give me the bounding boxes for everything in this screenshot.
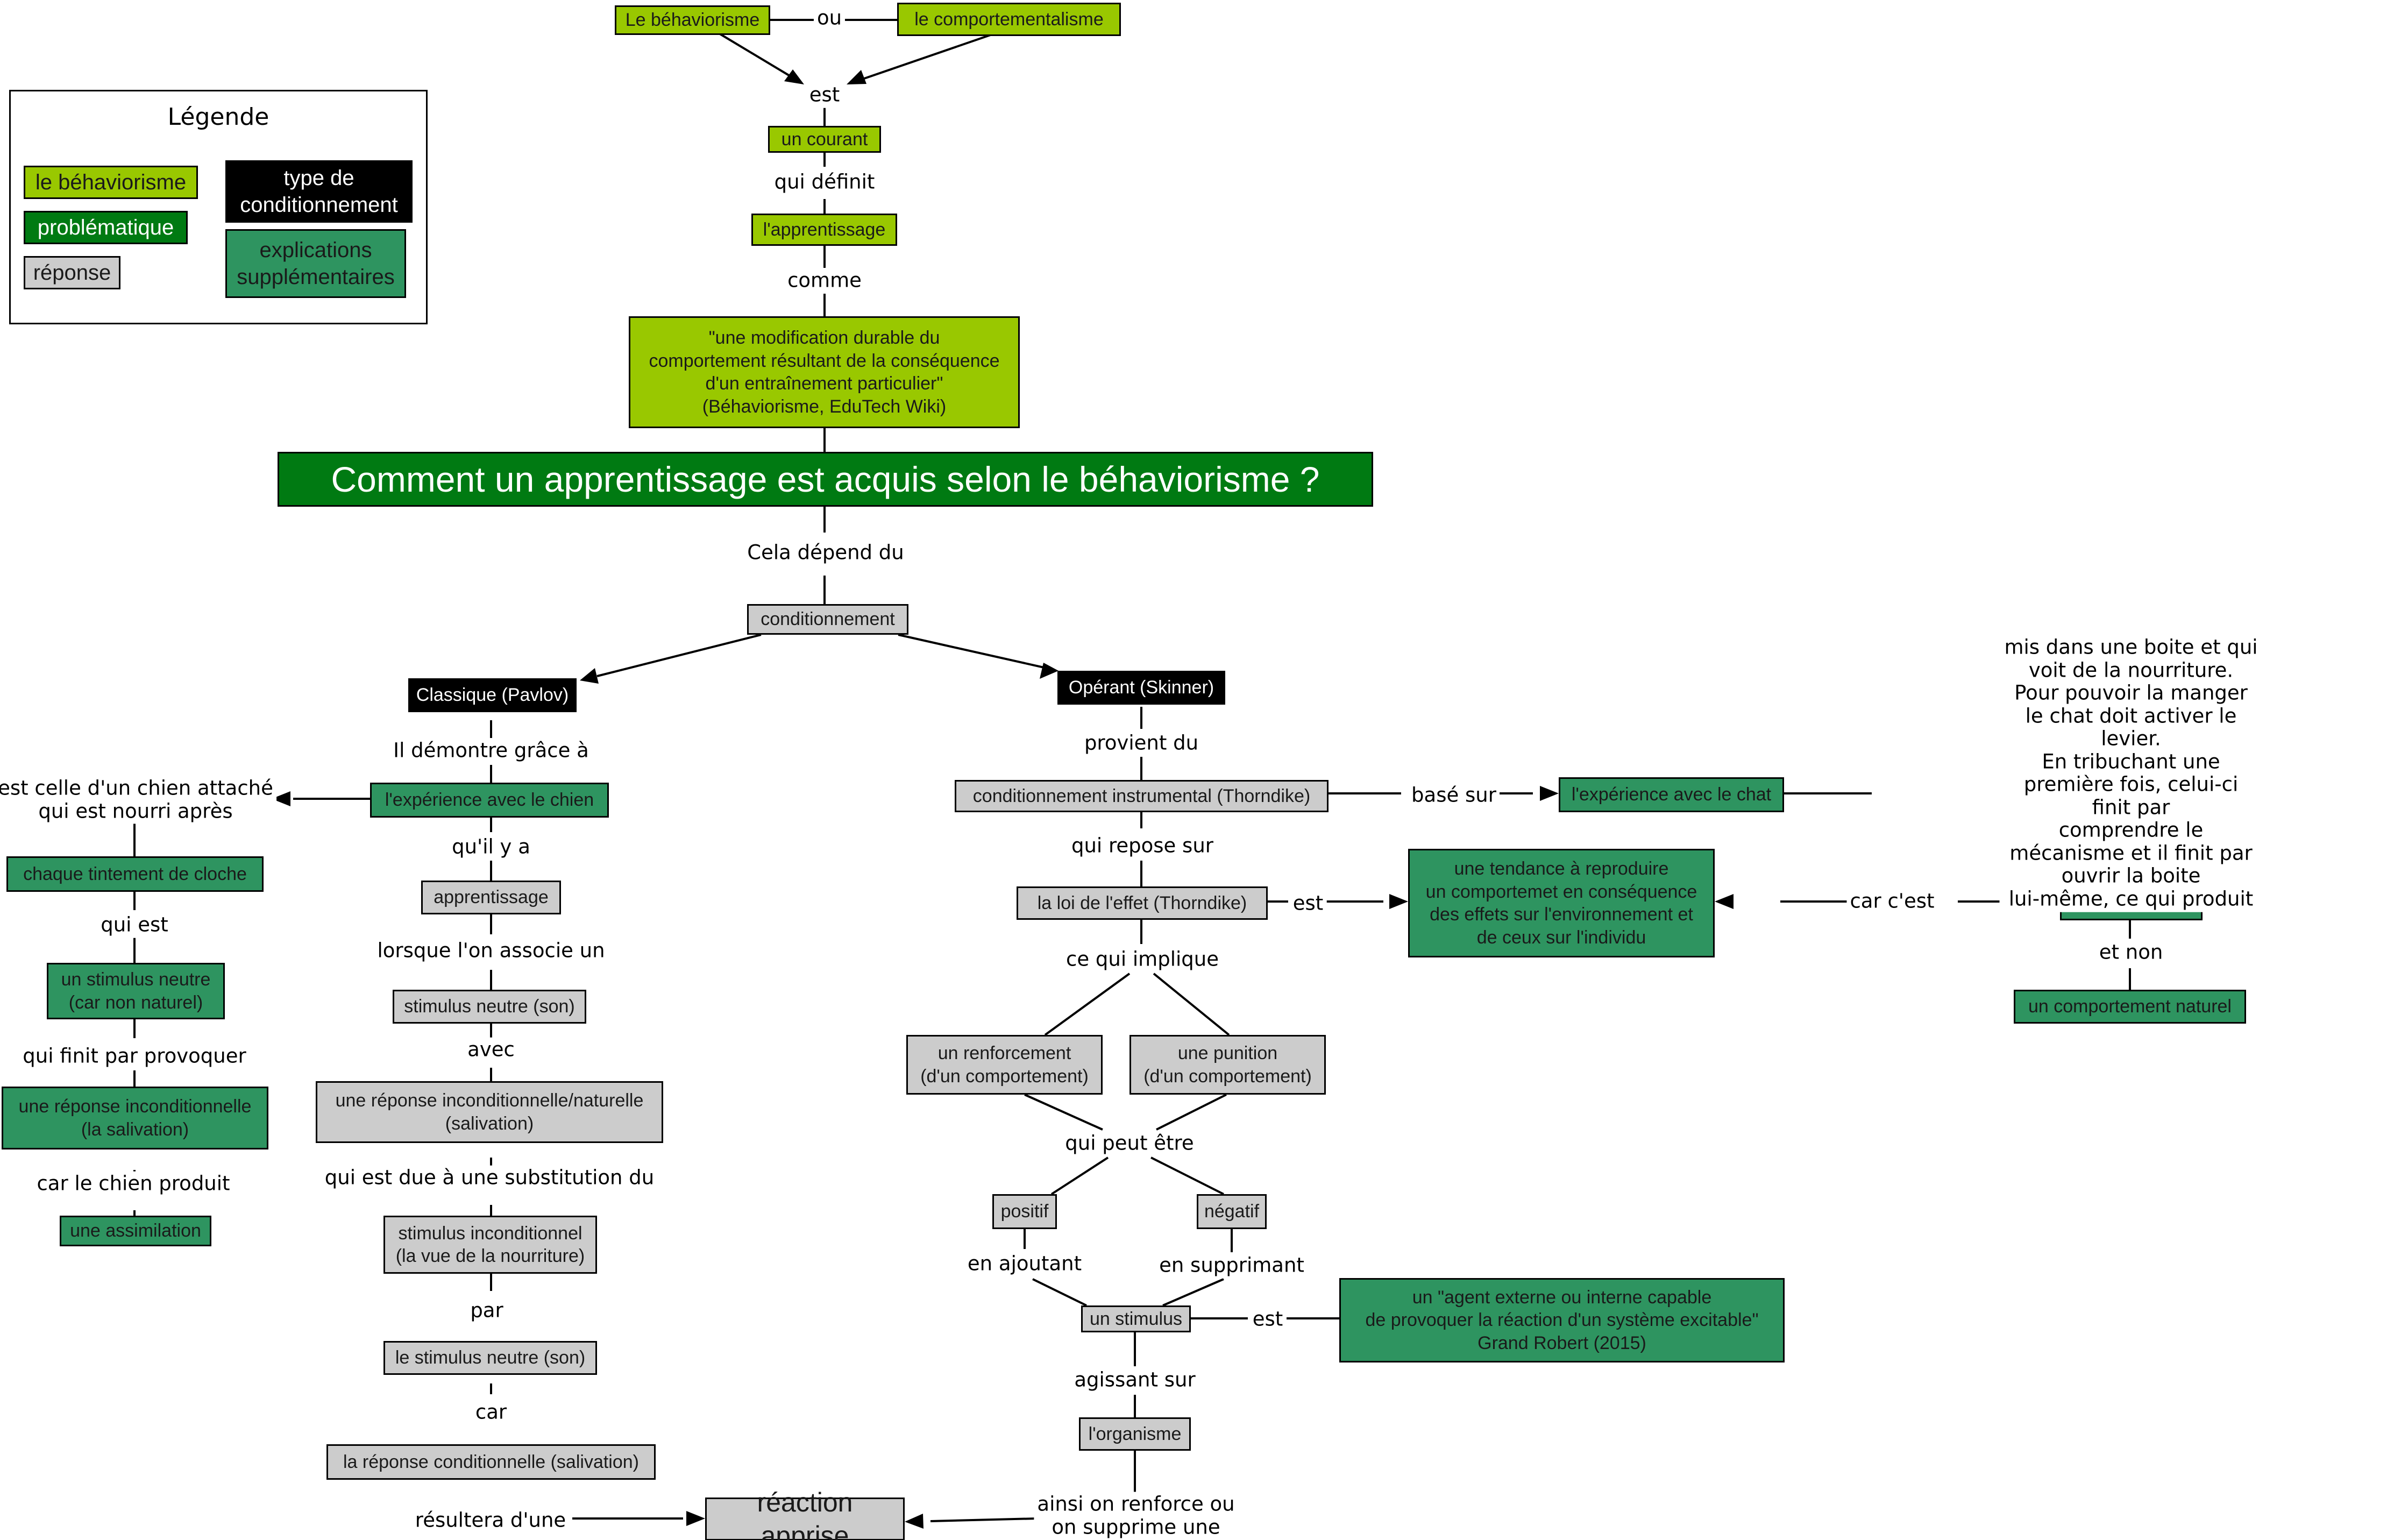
node-loi-effet: la loi de l'effet (Thorndike) — [1017, 886, 1268, 920]
label-comme: comme — [784, 268, 865, 294]
node-le-stimulus-neutre: le stimulus neutre (son) — [383, 1341, 597, 1375]
label-resultera: résultera d'une — [411, 1508, 570, 1534]
legend-title: Légende — [167, 103, 269, 131]
legend: Légende le béhaviorisme problématique ré… — [9, 90, 428, 324]
label-car: car — [472, 1400, 510, 1425]
label-lorsque: lorsque l'on associe un — [374, 938, 608, 964]
label-en-supprimant: en supprimant — [1156, 1253, 1308, 1279]
node-question: Comment un apprentissage est acquis selo… — [278, 452, 1373, 507]
label-est-celle: est celle d'un chien attaché qui est nou… — [0, 776, 276, 824]
node-tendance: une tendance à reproduire un comportemet… — [1408, 849, 1715, 957]
label-en-ajoutant: en ajoutant — [964, 1251, 1085, 1277]
label-avec: avec — [464, 1037, 518, 1063]
label-est-top: est — [806, 82, 843, 108]
node-stimulus-inconditionnel: stimulus inconditionnel (la vue de la no… — [383, 1216, 597, 1274]
label-car-cest: car c'est — [1846, 889, 1938, 914]
node-apprentissage: apprentissage — [421, 881, 561, 914]
label-qui-est-due: qui est due à une substitution du — [321, 1165, 658, 1191]
node-reaction-apprise: réaction apprise — [705, 1487, 905, 1540]
node-renforcement: un renforcement (d'un comportement) — [906, 1035, 1103, 1095]
node-organisme: l'organisme — [1079, 1417, 1191, 1451]
legend-item-reponse: réponse — [24, 256, 120, 289]
node-stimulus: un stimulus — [1081, 1305, 1191, 1332]
label-qui-finit: qui finit par provoquer — [19, 1044, 250, 1069]
node-assimilation: une assimilation — [60, 1216, 211, 1246]
label-ou: ou — [813, 5, 846, 31]
node-classique: Classique (Pavlov) — [408, 678, 577, 712]
legend-item-type-conditionnement: type de conditionnement — [225, 160, 413, 223]
node-experience-chien: l'expérience avec le chien — [370, 783, 609, 818]
node-positif: positif — [992, 1194, 1057, 1229]
node-stimulus-neutre-son: stimulus neutre (son) — [393, 990, 586, 1024]
node-tintement: chaque tintement de cloche — [6, 856, 264, 892]
label-qui-repose: qui repose sur — [1068, 833, 1217, 859]
label-par: par — [467, 1298, 507, 1324]
label-provient: provient du — [1081, 730, 1202, 756]
label-il-demontre: Il démontre grâce à — [390, 738, 592, 764]
node-punition: une punition (d'un comportement) — [1129, 1035, 1326, 1095]
node-comportement-naturel: un comportement naturel — [2014, 990, 2246, 1024]
node-apprentissage-definition: l'apprentissage — [751, 214, 897, 246]
node-conditionnement: conditionnement — [747, 604, 908, 635]
node-reponse-inconditionnelle: une réponse inconditionnelle (la salivat… — [2, 1087, 268, 1149]
label-ce-qui-implique: ce qui implique — [1063, 947, 1222, 973]
node-stimulus-neutre-def: un stimulus neutre (car non naturel) — [47, 963, 225, 1019]
label-est-stimulus: est — [1249, 1307, 1287, 1332]
node-reponse-inconditionnelle-naturelle: une réponse inconditionnelle/naturelle (… — [316, 1081, 663, 1143]
legend-item-problematique: problématique — [24, 211, 188, 244]
node-conditionnement-instrumental: conditionnement instrumental (Thorndike) — [955, 780, 1329, 812]
label-car-chien: car le chien produit — [33, 1171, 233, 1197]
label-et-non: et non — [2095, 940, 2166, 966]
label-quil-y-a: qu'il y a — [449, 834, 534, 860]
legend-item-explications: explications supplémentaires — [225, 229, 406, 298]
node-operant: Opérant (Skinner) — [1057, 671, 1225, 705]
label-qui-peut-etre: qui peut être — [1062, 1131, 1197, 1156]
label-qui-definit: qui définit — [771, 169, 878, 195]
node-comportementalisme: le comportementalisme — [897, 3, 1121, 36]
node-courant: un courant — [768, 126, 881, 153]
label-ainsi: ainsi on renforce ou on supprime une — [1034, 1492, 1238, 1540]
node-reponse-conditionnelle: la réponse conditionnelle (salivation) — [326, 1444, 656, 1480]
label-qui-est: qui est — [97, 912, 172, 938]
label-base-sur: basé sur — [1408, 783, 1500, 808]
legend-item-behaviorisme: le béhaviorisme — [24, 166, 198, 199]
node-agent: un "agent externe ou interne capable de … — [1339, 1278, 1785, 1362]
node-experience-chat: l'expérience avec le chat — [1559, 777, 1784, 812]
node-definition: "une modification durable du comportemen… — [629, 316, 1020, 428]
node-negatif: négatif — [1197, 1194, 1267, 1229]
label-agissant-sur: agissant sur — [1071, 1367, 1199, 1393]
node-behaviorisme: Le béhaviorisme — [615, 5, 770, 35]
label-cela-depend: Cela dépend du — [744, 540, 907, 566]
label-est-loi: est — [1289, 891, 1327, 917]
label-chat-texte: mis dans une boite et qui voit de la nou… — [1999, 635, 2263, 912]
